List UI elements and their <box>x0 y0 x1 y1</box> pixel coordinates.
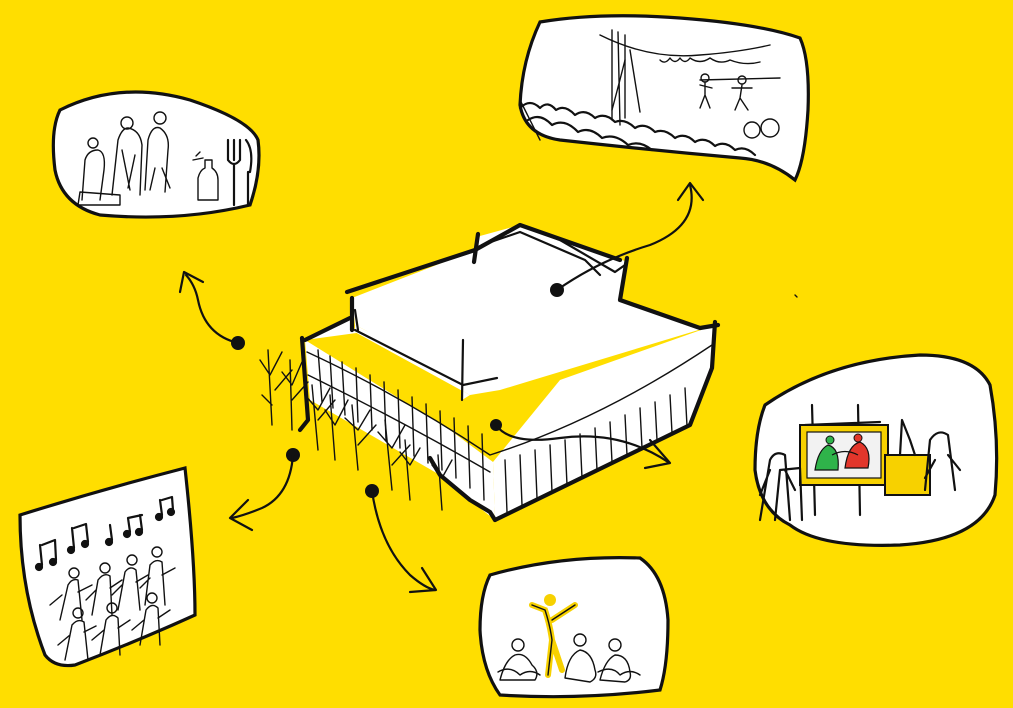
audience-icon <box>518 101 757 157</box>
vignette-theatre <box>518 14 810 183</box>
vignette-exhibition <box>753 353 999 547</box>
building-outline <box>297 222 721 523</box>
stage-curtain-icon <box>599 29 781 126</box>
bubble-dining <box>51 90 261 219</box>
diners-icon <box>77 111 171 206</box>
vignette-dance <box>478 556 670 699</box>
connector-arrows <box>178 181 798 594</box>
performers-icon <box>699 73 780 139</box>
sculpture-pedestal-icon <box>884 418 931 496</box>
fork-icon <box>226 138 242 207</box>
music-notes-icon <box>34 495 176 572</box>
painting-icon <box>799 424 889 486</box>
vignette-singing <box>18 465 197 668</box>
building-upper-volume <box>352 225 628 380</box>
audience-edge <box>519 99 541 141</box>
building-right-facade <box>493 325 715 520</box>
bottle-icon <box>192 151 219 201</box>
trees <box>259 349 453 511</box>
vignette-dining <box>51 90 261 219</box>
bubble-dance <box>478 556 670 699</box>
bubble-theatre <box>518 14 810 183</box>
building-massing-sketch <box>259 222 721 523</box>
dancer-icon <box>529 594 578 678</box>
choir-icon <box>49 546 176 661</box>
seated-figures-icon <box>497 633 641 683</box>
bubble-singing <box>18 465 197 668</box>
knife-icon <box>244 138 253 207</box>
visitors-icon <box>758 431 962 522</box>
facade-mullions <box>306 344 713 513</box>
